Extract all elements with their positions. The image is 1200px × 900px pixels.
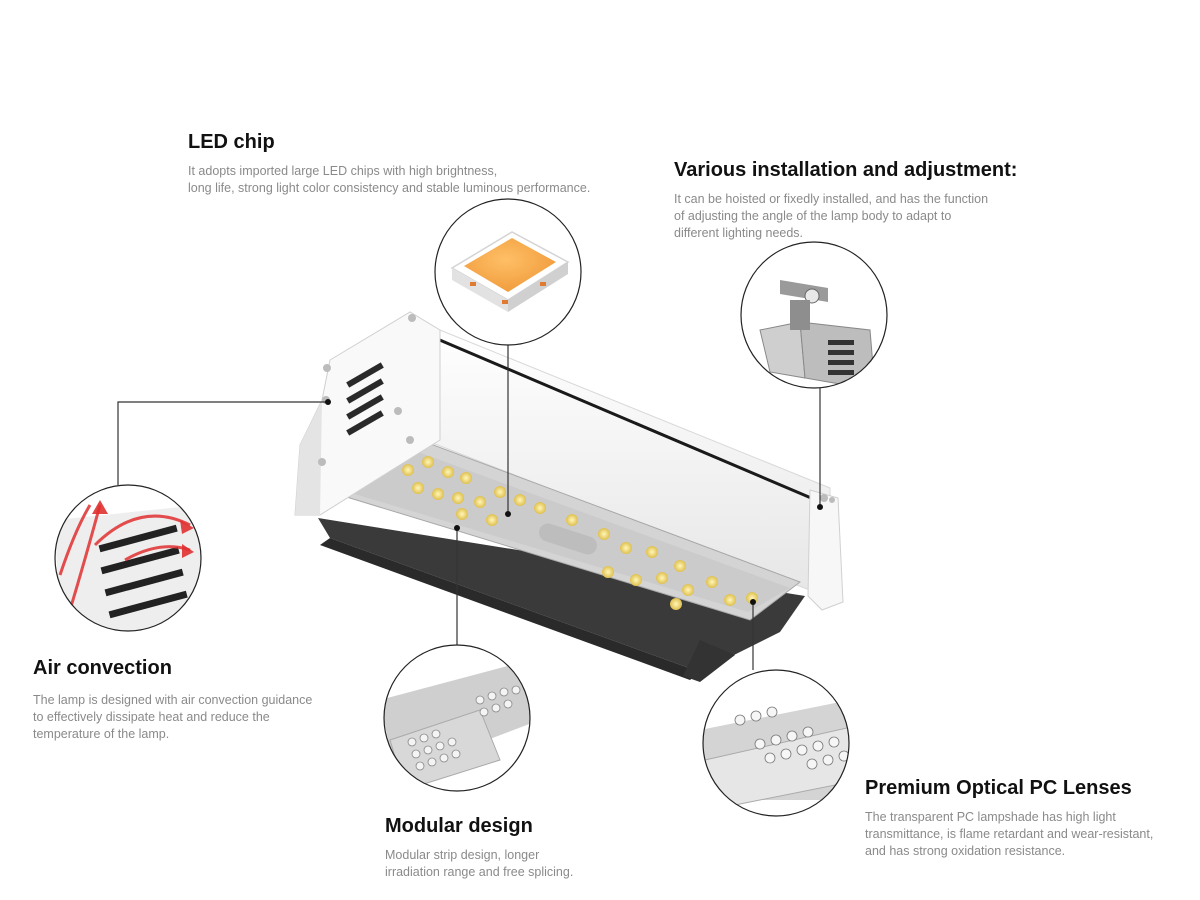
air-convection-description: The lamp is designed with air convection… — [33, 693, 313, 741]
mounting-bracket-closeup — [740, 241, 888, 389]
pc-lens-description: The transparent PC lampshade has high li… — [865, 810, 1154, 858]
modular-design-title: Modular design — [385, 815, 533, 837]
led-array — [402, 456, 758, 610]
air-convection-closeup — [54, 484, 202, 632]
leader-dot-air — [325, 399, 331, 405]
leader-lines — [117, 345, 821, 670]
pc-lens-closeup — [702, 669, 850, 817]
heat-sink-underside — [318, 518, 805, 672]
modular-design-closeup — [383, 644, 531, 792]
leader-dot-led — [505, 511, 511, 517]
cover-seam — [434, 336, 831, 508]
right-end-cap — [807, 489, 844, 611]
pc-lens-title: Premium Optical PC Lenses — [865, 777, 1132, 799]
linear-high-bay-lamp — [294, 311, 844, 682]
led-chip-description: It adopts imported large LED chips with … — [188, 164, 591, 195]
installation-description: It can be hoisted or fixedly installed, … — [674, 192, 989, 240]
leader-line-air-convection — [117, 401, 328, 485]
mounting-foot — [683, 640, 735, 682]
leader-dot-modular — [454, 525, 460, 531]
led-chip-closeup — [434, 198, 582, 346]
modular-design-description: Modular strip design, longer irradiation… — [385, 848, 574, 879]
vent-slots — [346, 362, 384, 436]
leader-dot-install — [817, 504, 823, 510]
leader-dot-lens — [750, 599, 756, 605]
installation-title: Various installation and adjustment: — [674, 159, 1018, 181]
air-convection-title: Air convection — [33, 657, 172, 679]
led-chip-phosphor — [464, 238, 556, 292]
led-chip-title: LED chip — [188, 131, 275, 153]
